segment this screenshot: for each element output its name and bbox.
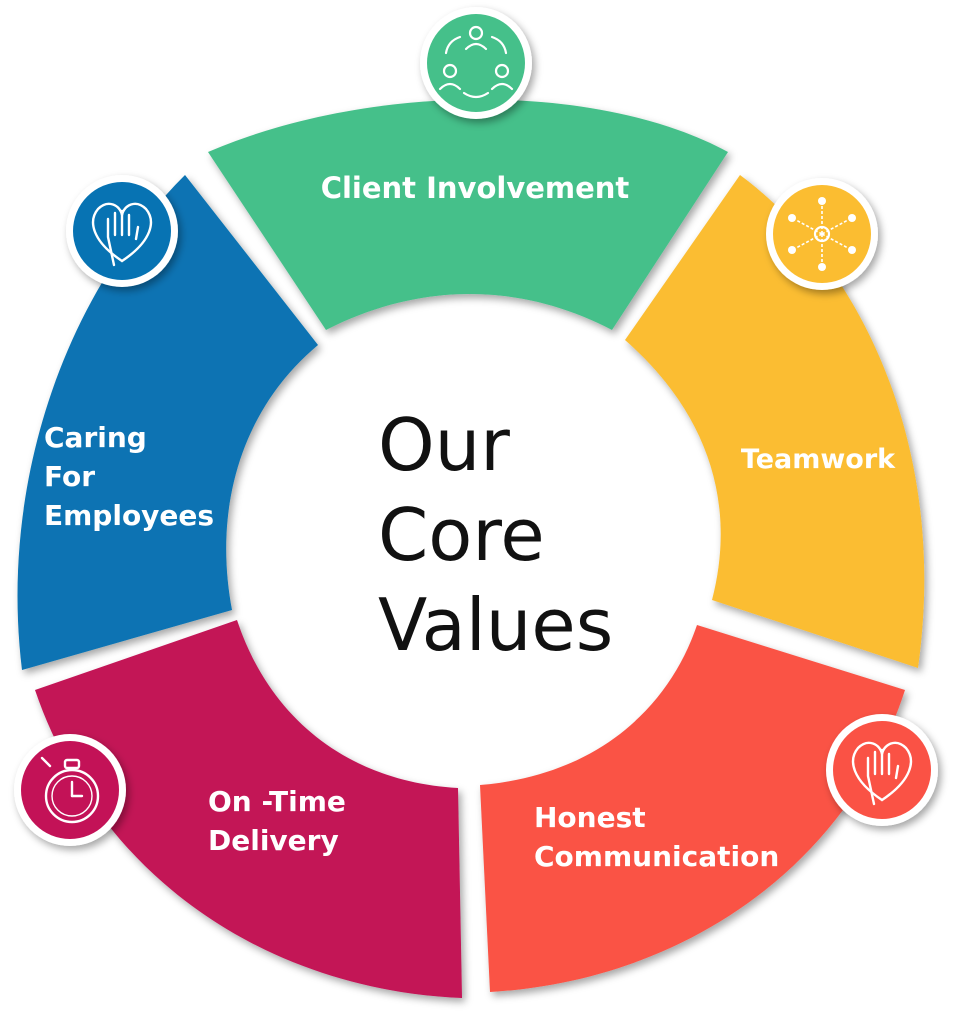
teamwork-network-icon: [766, 178, 878, 290]
hand-heart-icon-honest: [826, 714, 938, 826]
segment-honest-communication: Honest Communication: [480, 625, 905, 992]
segment-teamwork: Teamwork: [625, 175, 925, 668]
segment-client-involvement-shape: [208, 99, 728, 330]
stopwatch-icon: [14, 734, 126, 846]
segment-caring-for-employees: Caring For Employees: [17, 175, 319, 670]
center-title-line-2: Core: [378, 493, 545, 577]
center-title-line-3: Values: [378, 583, 613, 667]
segment-caring-for-employees-shape: [17, 175, 319, 670]
segment-honest-communication-label: Honest Communication: [534, 801, 779, 873]
segment-on-time-delivery-shape: [35, 620, 462, 998]
segment-on-time-delivery: On -Time Delivery: [35, 620, 462, 998]
segment-on-time-delivery-label: On -Time Delivery: [208, 785, 356, 857]
segment-teamwork-shape: [625, 175, 925, 668]
center-title-line-1: Our: [378, 403, 510, 487]
client-involvement-icon: [420, 7, 532, 119]
segment-client-involvement: Client Involvement: [208, 99, 728, 330]
hand-heart-icon-caring: [66, 175, 178, 287]
segment-honest-communication-shape: [480, 625, 905, 992]
segment-client-involvement-label: Client Involvement: [321, 171, 630, 205]
center-title: Our Core Values: [378, 403, 613, 667]
segment-teamwork-label: Teamwork: [741, 444, 896, 475]
segment-caring-for-employees-label: Caring For Employees: [44, 421, 214, 532]
